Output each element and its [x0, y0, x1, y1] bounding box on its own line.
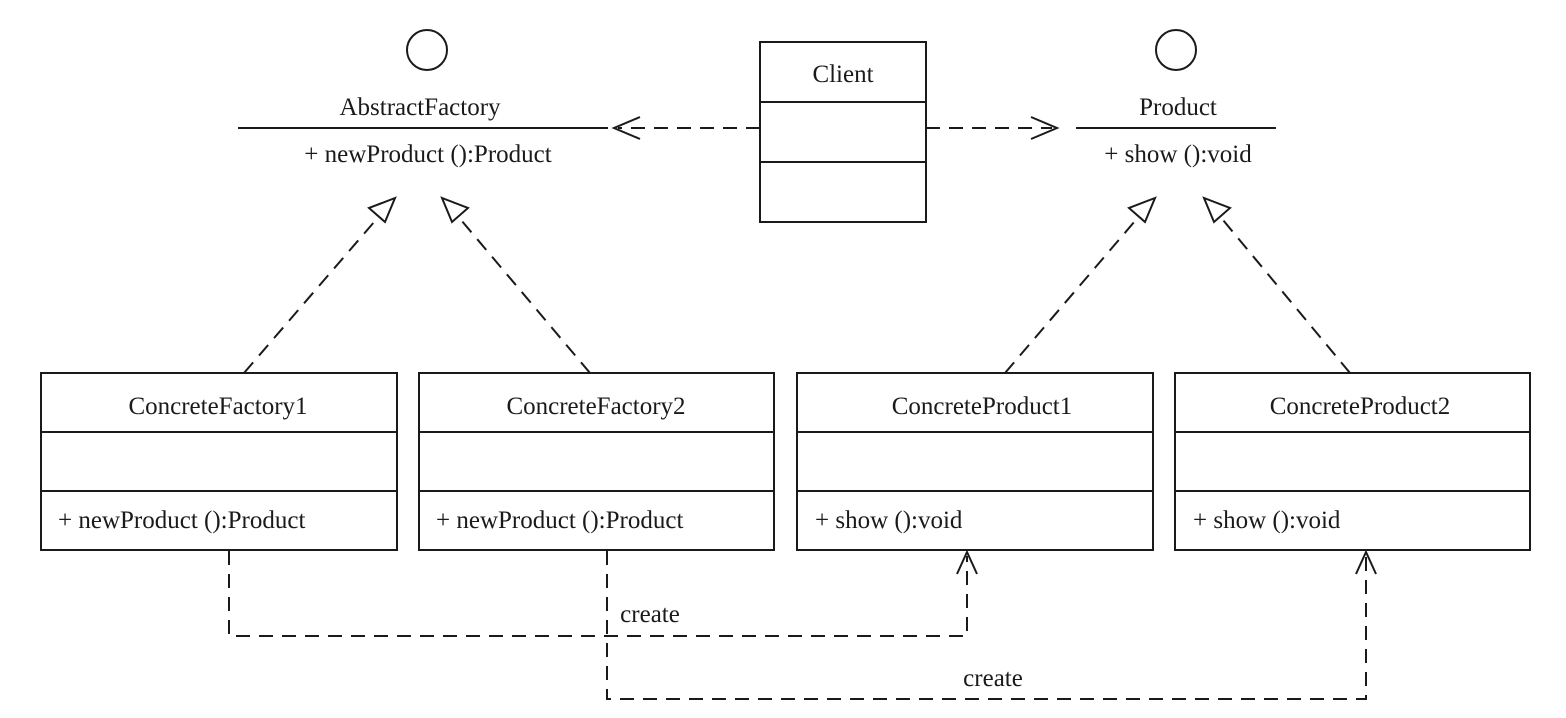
create-label: create [620, 601, 680, 628]
realization-cp2-to-product [1202, 196, 1351, 374]
hollow-triangle-icon [367, 196, 397, 224]
realization-line [1004, 213, 1142, 374]
class-operation: + newProduct ():Product [436, 507, 683, 534]
realization-cf2-to-abstract-factory [440, 196, 591, 374]
concrete-product-1-class: ConcreteProduct1 + show ():void [796, 372, 1154, 551]
open-arrow-icon [1355, 549, 1377, 575]
class-box [1174, 372, 1531, 551]
product-name: Product [1139, 94, 1217, 121]
class-name: ConcreteProduct2 [1270, 393, 1451, 420]
class-operation: + show ():void [815, 507, 963, 534]
class-operation: + show ():void [1193, 507, 1341, 534]
realization-line [243, 213, 382, 374]
client-dependency-abstract-factory [611, 116, 760, 140]
class-box [796, 372, 1154, 551]
abstract-factory-interface: AbstractFactory + newProduct ():Product [238, 29, 608, 168]
realization-line [1217, 213, 1351, 374]
class-box [418, 372, 775, 551]
product-interface: Product + show ():void [1076, 29, 1276, 168]
class-name: ConcreteFactory2 [506, 393, 685, 420]
hollow-triangle-icon [440, 196, 470, 224]
abstract-factory-name: AbstractFactory [339, 94, 501, 121]
open-arrow-icon [611, 116, 641, 140]
client-box [759, 41, 927, 223]
realization-cf1-to-abstract-factory [243, 196, 397, 374]
product-operation: + show ():void [1104, 141, 1252, 168]
concrete-factory-2-class: ConcreteFactory2 + newProduct ():Product [418, 372, 775, 551]
create-dependency-1: create [228, 549, 978, 637]
hollow-triangle-icon [1127, 196, 1157, 224]
client-class: Client [759, 41, 927, 223]
realization-line [455, 213, 591, 374]
concrete-product-2-class: ConcreteProduct2 + show ():void [1174, 372, 1531, 551]
create-label: create [963, 665, 1023, 692]
interface-circle-icon [406, 29, 448, 71]
realization-cp1-to-product [1004, 196, 1157, 374]
open-arrow-icon [956, 549, 978, 575]
hollow-triangle-icon [1202, 196, 1232, 224]
interface-circle-icon [1155, 29, 1197, 71]
class-name: ConcreteFactory1 [128, 393, 307, 420]
concrete-factory-1-class: ConcreteFactory1 + newProduct ():Product [40, 372, 398, 551]
class-box [40, 372, 398, 551]
dependency-line [228, 551, 968, 637]
create-dependency-2: create [606, 549, 1377, 700]
open-arrow-icon [1030, 116, 1060, 140]
class-name: ConcreteProduct1 [892, 393, 1073, 420]
dependency-line [606, 551, 1367, 700]
client-dependency-product [926, 116, 1060, 140]
class-operation: + newProduct ():Product [58, 507, 305, 534]
abstract-factory-operation: + newProduct ():Product [304, 141, 551, 168]
client-name: Client [812, 61, 873, 88]
